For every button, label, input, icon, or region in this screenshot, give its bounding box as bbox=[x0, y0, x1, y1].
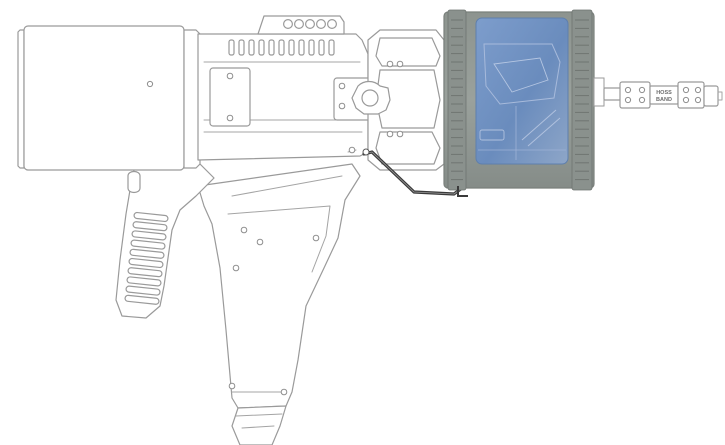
screw-icon bbox=[386, 60, 394, 68]
top-vent-slots bbox=[228, 39, 335, 56]
knob-icon bbox=[361, 89, 379, 107]
connector-label-line2: BAND bbox=[656, 97, 672, 103]
cable bbox=[362, 148, 464, 196]
vent-slot-icon bbox=[328, 39, 335, 56]
vent-slot-icon bbox=[238, 39, 245, 56]
screw-icon bbox=[348, 146, 356, 154]
screw-icon bbox=[256, 238, 264, 246]
screw-icon bbox=[312, 234, 320, 242]
vent-slot-icon bbox=[318, 39, 325, 56]
screw-icon bbox=[232, 264, 240, 272]
housing-ribs bbox=[451, 19, 589, 181]
vent-slot-icon bbox=[124, 294, 160, 305]
hole-icon bbox=[624, 86, 632, 94]
vent-slot-icon bbox=[248, 39, 255, 56]
vent-slot-icon bbox=[133, 211, 169, 223]
screw-icon bbox=[338, 102, 346, 110]
vent-slot-icon bbox=[298, 39, 305, 56]
vent-slot-icon bbox=[258, 39, 265, 56]
top-bracket-rivets bbox=[283, 19, 338, 30]
screw-icon bbox=[228, 382, 236, 390]
hole-icon bbox=[682, 86, 690, 94]
connector-holes bbox=[624, 86, 702, 104]
connector-rod: HOSS BAND bbox=[603, 81, 723, 109]
rivet-icon bbox=[316, 19, 327, 30]
screw-icon bbox=[240, 226, 248, 234]
vent-slot-icon bbox=[127, 267, 163, 278]
screw-icon bbox=[396, 130, 404, 138]
hole-icon bbox=[638, 96, 646, 104]
vent-slot-icon bbox=[228, 39, 235, 56]
vent-slot-icon bbox=[128, 257, 164, 269]
body-screws bbox=[226, 60, 404, 396]
adjustment-knob bbox=[351, 80, 391, 115]
rivet-icon bbox=[294, 19, 305, 30]
screw-icon bbox=[226, 114, 234, 122]
grip-vent-slots bbox=[124, 211, 169, 305]
screw-icon bbox=[226, 72, 234, 80]
screw-icon bbox=[146, 80, 154, 88]
vent-slot-icon bbox=[132, 221, 168, 232]
vent-slot-icon bbox=[268, 39, 275, 56]
connector-label-line1: HOSS bbox=[656, 90, 672, 96]
front-housing bbox=[443, 9, 605, 197]
vent-slot-icon bbox=[131, 230, 167, 241]
vent-slot-icon bbox=[126, 276, 162, 287]
vent-slot-icon bbox=[130, 239, 166, 250]
hole-icon bbox=[694, 86, 702, 94]
screw-icon bbox=[338, 82, 346, 90]
vent-slot-icon bbox=[308, 39, 315, 56]
vent-slot-icon bbox=[125, 285, 161, 296]
handle-tip bbox=[231, 405, 287, 445]
hole-icon bbox=[624, 96, 632, 104]
screw-icon bbox=[396, 60, 404, 68]
screw-icon bbox=[386, 130, 394, 138]
rivet-icon bbox=[327, 19, 338, 30]
hole-icon bbox=[638, 86, 646, 94]
rivet-icon bbox=[283, 19, 294, 30]
screw-icon bbox=[280, 388, 288, 396]
rivet-icon bbox=[305, 19, 316, 30]
vent-slot-icon bbox=[129, 248, 165, 259]
vent-slot-icon bbox=[288, 39, 295, 56]
main-body bbox=[17, 15, 385, 171]
hole-icon bbox=[694, 96, 702, 104]
vent-slot-icon bbox=[278, 39, 285, 56]
hole-icon bbox=[682, 96, 690, 104]
housing-window bbox=[475, 17, 569, 165]
handle-grip bbox=[197, 163, 361, 409]
